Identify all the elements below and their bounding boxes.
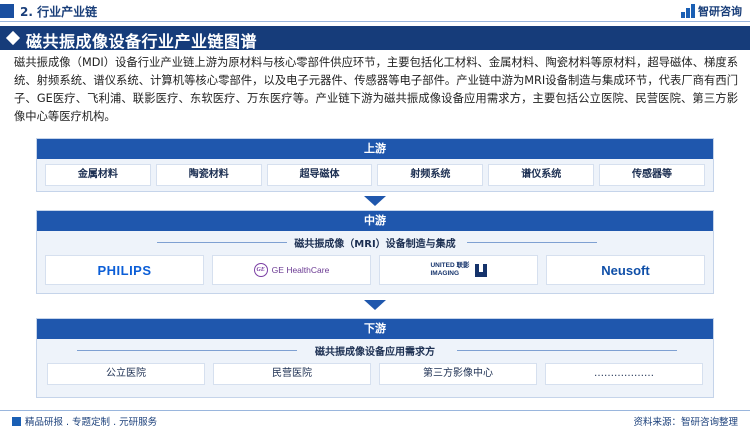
upstream-item: 超导磁体: [266, 164, 373, 186]
downstream-sublabel: 磁共振成像设备应用需求方: [315, 347, 435, 358]
section-title: 2. 行业产业链: [20, 5, 98, 19]
down-arrow-icon: [364, 196, 386, 206]
downstream-items: 公立医院 民营医院 第三方影像中心 ………………: [37, 361, 713, 391]
downstream-item: 公立医院: [47, 363, 205, 385]
upstream-item: 金属材料: [45, 164, 151, 186]
diamond-icon: [5, 30, 21, 46]
downstream-item: 民营医院: [213, 363, 371, 385]
source-note: 资料来源：智研咨询整理: [633, 417, 738, 428]
downstream-item: 第三方影像中心: [379, 363, 537, 385]
ge-healthcare-logo: GE GE HealthCare: [212, 255, 371, 285]
midstream-header: 中游: [37, 211, 713, 231]
downstream-subheading: 磁共振成像设备应用需求方: [37, 339, 713, 361]
description-text: 磁共振成像（MDI）设备行业产业链上游为原材料与核心零部件供应环节，主要包括化工…: [14, 56, 738, 123]
section-marker: [0, 4, 14, 18]
upstream-items: 金属材料 陶瓷材料 超导磁体 射频系统 谱仪系统 传感器等: [37, 159, 713, 191]
divider-line: [467, 242, 597, 243]
philips-logo: PHILIPS: [45, 255, 204, 285]
upstream-header: 上游: [37, 139, 713, 159]
united-wordmark-cn: 联影: [456, 262, 470, 269]
downstream-panel: 下游 磁共振成像设备应用需求方 公立医院 民营医院 第三方影像中心 ………………: [36, 318, 714, 398]
brand-name: 智研咨询: [698, 5, 742, 18]
upstream-panel: 上游 金属材料 陶瓷材料 超导磁体 射频系统 谱仪系统 传感器等: [36, 138, 714, 192]
midstream-sublabel: 磁共振成像（MRI）设备制造与集成: [294, 239, 456, 250]
upstream-item: 谱仪系统: [488, 164, 595, 186]
neusoft-wordmark: Neusoft: [601, 262, 650, 278]
footer-tagline: 精品研报 . 专题定制 . 元研服务: [12, 414, 157, 428]
neusoft-logo: Neusoft: [546, 255, 705, 285]
midstream-panel: 中游 磁共振成像（MRI）设备制造与集成 PHILIPS GE GE Healt…: [36, 210, 714, 294]
manufacturer-logos: PHILIPS GE GE HealthCare UNITED 联影 IMAGI…: [37, 253, 713, 291]
page-title: 磁共振成像设备行业产业链图谱: [26, 32, 258, 51]
downstream-item: ………………: [545, 363, 703, 385]
united-imaging-logo: UNITED 联影 IMAGING: [379, 255, 538, 285]
title-band: 磁共振成像设备行业产业链图谱: [0, 26, 750, 51]
top-header: 2. 行业产业链 智研咨询: [0, 0, 750, 22]
midstream-subheading: 磁共振成像（MRI）设备制造与集成: [37, 231, 713, 253]
divider-line: [157, 242, 287, 243]
brand-logo: 智研咨询: [681, 3, 742, 19]
united-wordmark-line2: IMAGING: [430, 270, 460, 277]
ge-monogram-icon: GE: [253, 263, 268, 277]
united-imaging-icon: [474, 263, 487, 277]
upstream-item: 射频系统: [377, 164, 484, 186]
footer-tagline-text: 精品研报 . 专题定制 . 元研服务: [25, 417, 158, 428]
brand-bars-icon: [681, 4, 695, 18]
down-arrow-icon: [364, 300, 386, 310]
divider-line: [77, 350, 297, 351]
ge-wordmark: GE HealthCare: [271, 265, 330, 275]
downstream-header: 下游: [37, 319, 713, 339]
upstream-item: 传感器等: [599, 164, 705, 186]
upstream-item: 陶瓷材料: [155, 164, 262, 186]
footer-divider: [0, 410, 750, 411]
philips-wordmark: PHILIPS: [97, 262, 152, 278]
divider-line: [457, 350, 677, 351]
header-divider: [0, 21, 750, 22]
square-icon: [12, 416, 21, 426]
united-wordmark-line1: UNITED: [430, 262, 455, 269]
